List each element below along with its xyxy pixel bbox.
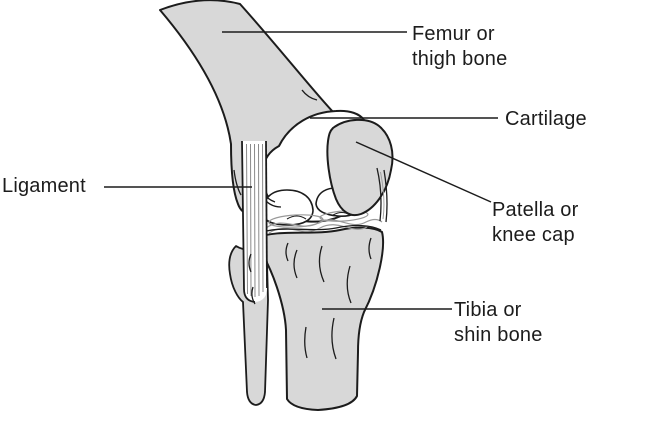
- patellar-strip: [376, 167, 388, 223]
- tibia-texture-arcs: [248, 237, 372, 360]
- label-femur: Femur or thigh bone: [412, 23, 508, 70]
- ligament-edge-left: [241, 140, 256, 303]
- ligament-striations: [246, 143, 264, 298]
- label-patella: Patella or knee cap: [492, 199, 579, 246]
- femur-texture-arc: [301, 89, 318, 101]
- label-cartilage: Cartilage: [505, 108, 587, 130]
- leader-line-patella: [355, 141, 492, 203]
- joint-line: [256, 224, 382, 235]
- meniscus-swirl-upper: [265, 218, 383, 229]
- patellar-strip-striation: [380, 171, 385, 220]
- patella-shape: [326, 118, 394, 217]
- ligament-edge-right: [265, 140, 268, 289]
- tibia-shape: [251, 226, 385, 411]
- label-ligament: Ligament: [2, 175, 86, 197]
- label-tibia: Tibia or shin bone: [454, 299, 543, 346]
